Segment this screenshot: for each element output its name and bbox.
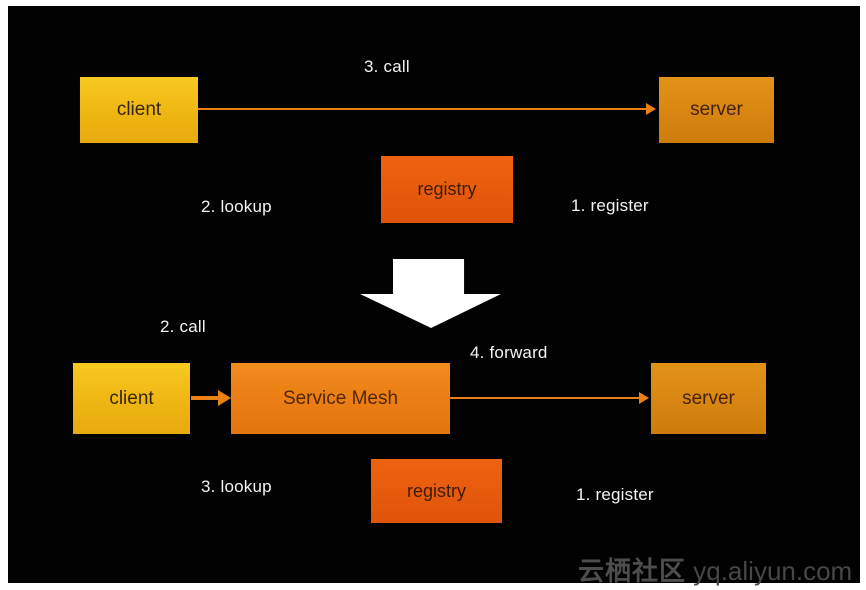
client-to-mesh-arrow-line	[191, 396, 220, 400]
bottom-server-label: server	[682, 387, 735, 409]
big-down-arrow-icon	[360, 259, 501, 328]
top-registry-box: registry	[381, 156, 513, 223]
top-client-label: client	[116, 99, 162, 120]
bottom-lookup-label: 3. lookup	[201, 477, 272, 496]
bottom-client-label: client	[109, 387, 154, 409]
service-mesh-label: Service Mesh	[282, 387, 399, 409]
watermark: 云栖社区 yq.aliyun.com	[578, 551, 852, 588]
bottom-call-label: 2. call	[160, 317, 206, 336]
bottom-server-box: server	[651, 363, 766, 434]
top-lookup-label: 2. lookup	[201, 197, 272, 216]
watermark-site-name: 云栖社区	[578, 556, 687, 586]
bottom-client-box: client	[73, 363, 190, 434]
service-mesh-box: Service Mesh	[231, 363, 450, 434]
watermark-site-url: yq.aliyun.com	[693, 556, 853, 586]
mesh-to-server-arrow-line	[450, 397, 641, 399]
forward-label: 4. forward	[470, 343, 548, 362]
arrow-right-icon	[218, 390, 231, 406]
top-server-label: server	[690, 99, 743, 120]
top-call-label: 3. call	[364, 57, 410, 76]
top-server-box: server	[659, 77, 774, 143]
top-register-label: 1. register	[571, 196, 649, 215]
top-client-box: client	[80, 77, 198, 143]
bottom-registry-box: registry	[371, 459, 502, 523]
bottom-register-label: 1. register	[576, 485, 654, 504]
arrow-right-icon	[639, 392, 649, 404]
top-call-arrow-line	[198, 108, 648, 110]
bottom-registry-label: registry	[406, 480, 466, 501]
top-registry-label: registry	[417, 179, 477, 199]
diagram-canvas: 3. call client server registry 2. lookup…	[8, 6, 860, 586]
arrow-right-icon	[646, 103, 656, 115]
